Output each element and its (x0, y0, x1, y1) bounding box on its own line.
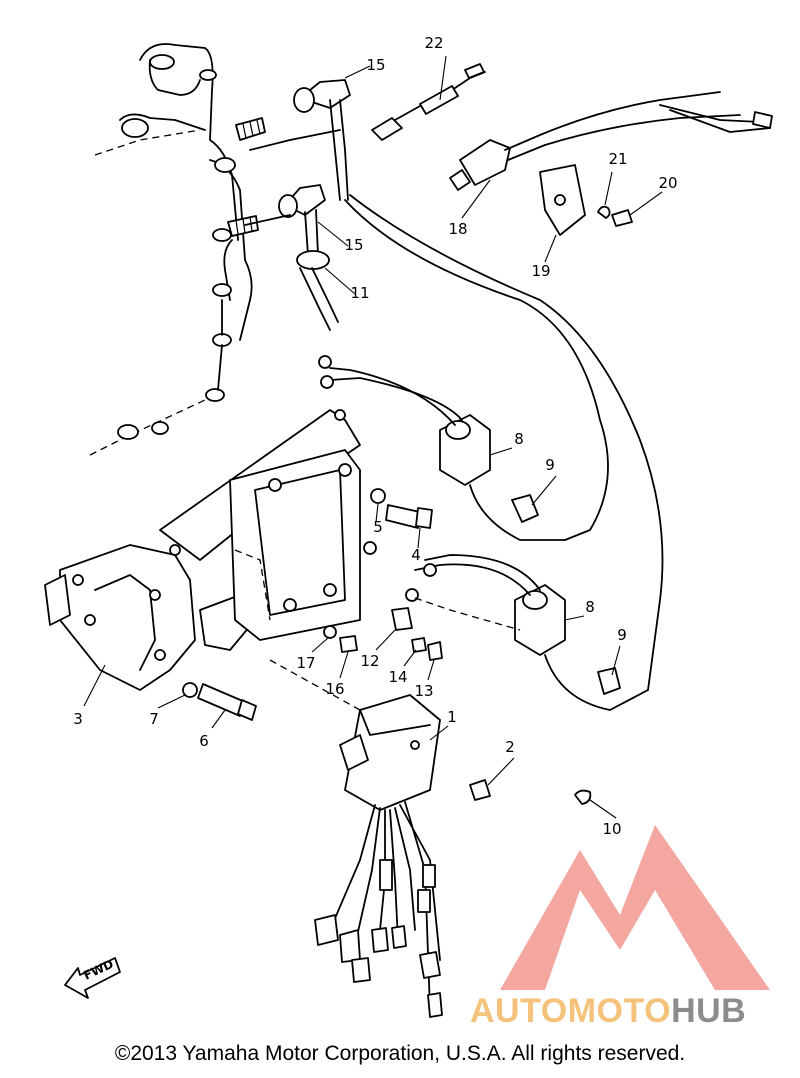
part-number-10[interactable]: 10 (602, 820, 621, 838)
part-number-14[interactable]: 14 (388, 668, 407, 686)
part-number-12[interactable]: 12 (360, 652, 379, 670)
part-number-13[interactable]: 13 (414, 682, 433, 700)
spark-plug-cap-lower (278, 184, 339, 331)
part-number-15[interactable]: 15 (344, 236, 363, 254)
part-number-4[interactable]: 4 (411, 546, 421, 564)
part-number-6[interactable]: 6 (199, 732, 209, 750)
engine-block-outline (89, 43, 266, 456)
part-number-1[interactable]: 1 (447, 708, 457, 726)
part-number-8[interactable]: 8 (585, 598, 595, 616)
part-number-8[interactable]: 8 (514, 430, 524, 448)
part-number-5[interactable]: 5 (373, 518, 383, 536)
part-number-21[interactable]: 21 (608, 150, 627, 168)
fwd-arrow-icon: FWD (64, 957, 121, 999)
logo-triangle-icon (500, 825, 770, 990)
cdi-unit (269, 659, 443, 1018)
part-number-9[interactable]: 9 (545, 456, 555, 474)
watermark-text: AUTOMOTOHUB (470, 992, 800, 1031)
part-number-11[interactable]: 11 (350, 284, 369, 302)
part-number-17[interactable]: 17 (296, 654, 315, 672)
part-number-19[interactable]: 19 (531, 262, 550, 280)
part-number-20[interactable]: 20 (658, 174, 677, 192)
spark-plug-cap-upper (293, 79, 351, 201)
bracket-assembly (44, 409, 377, 691)
watermark-text-part1: AUTOMOTO (470, 992, 672, 1030)
part-number-16[interactable]: 16 (325, 680, 344, 698)
fasteners (182, 488, 592, 805)
part-number-15[interactable]: 15 (366, 56, 385, 74)
part-number-18[interactable]: 18 (448, 220, 467, 238)
leader-lines (83, 55, 663, 819)
watermark-text-part2: HUB (671, 992, 747, 1030)
ignition-coil-upper (318, 355, 566, 541)
part-number-9[interactable]: 9 (617, 626, 627, 644)
part-number-3[interactable]: 3 (73, 710, 83, 728)
neutral-switch (449, 91, 773, 236)
ignition-coil-lower (405, 554, 649, 711)
part-number-2[interactable]: 2 (505, 738, 515, 756)
copyright-notice: ©2013 Yamaha Motor Corporation, U.S.A. A… (114, 1042, 686, 1065)
part-number-22[interactable]: 22 (424, 34, 443, 52)
part-number-7[interactable]: 7 (149, 710, 159, 728)
stop-switch-lead (371, 63, 486, 141)
automotohub-logo (500, 825, 770, 990)
